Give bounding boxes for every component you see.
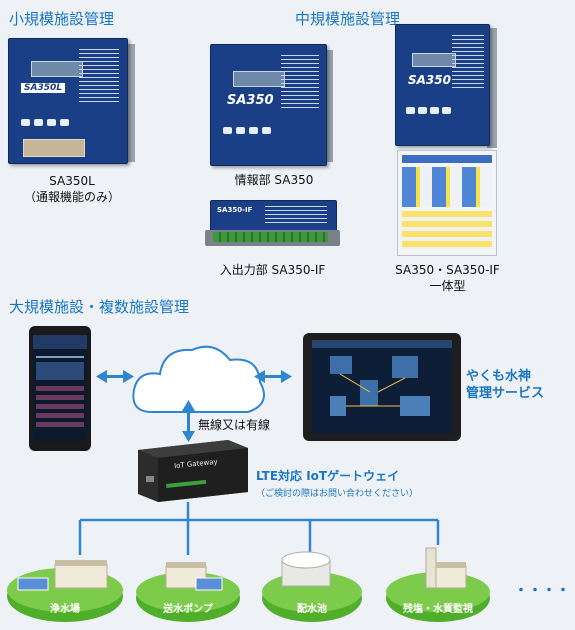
iot-gateway-icon bbox=[138, 440, 248, 502]
tablet-icon bbox=[303, 333, 461, 441]
facility-water-quality-icon bbox=[386, 547, 490, 622]
integrated-unit-image: SA350 bbox=[395, 24, 500, 256]
gateway-note: （ご検討の際はお問い合わせください） bbox=[256, 489, 419, 499]
facility-label-pump: 送水ポンプ bbox=[163, 604, 213, 615]
caption-io-unit: 入出力部 SA350-IF bbox=[219, 263, 326, 277]
section-title-large: 大規模施設・複数施設管理 bbox=[9, 298, 190, 316]
arrow-phone-cloud bbox=[96, 370, 134, 383]
arrow-cloud-tablet bbox=[254, 370, 292, 383]
more-facilities-ellipsis: ・・・・・ bbox=[514, 583, 575, 599]
sa350-top-badge: SA350 bbox=[408, 73, 451, 87]
sa350-badge: SA350 bbox=[227, 93, 274, 108]
sa350-if-io-unit-image: SA350-IF bbox=[205, 200, 340, 252]
network-lines bbox=[78, 502, 440, 555]
wireless-label: 無線又は有線 bbox=[198, 418, 271, 432]
sa350-info-unit-image: SA350 bbox=[210, 44, 335, 169]
caption-integrated: SA350・SA350-IF 一体型 bbox=[395, 263, 500, 293]
facility-label-water-plant: 浄水場 bbox=[50, 604, 80, 615]
facility-water-plant-icon bbox=[7, 560, 123, 622]
section-title-small: 小規模施設管理 bbox=[9, 10, 115, 28]
caption-sa350l: SA350L （通報機能のみ） bbox=[23, 174, 120, 204]
section-title-medium: 中規模施設管理 bbox=[295, 10, 401, 28]
facility-reservoir-icon bbox=[262, 551, 362, 622]
caption-info-unit: 情報部 SA350 bbox=[234, 173, 314, 187]
sa350l-device-image: SA350L bbox=[8, 38, 135, 166]
facility-label-reservoir: 配水池 bbox=[297, 604, 327, 615]
cloud-icon bbox=[132, 345, 265, 413]
facility-pump-icon bbox=[136, 562, 240, 622]
sa350l-badge: SA350L bbox=[21, 83, 65, 93]
gateway-title: LTE対応 IoTゲートウェイ bbox=[256, 469, 400, 483]
io-badge: SA350-IF bbox=[217, 206, 253, 214]
service-name-label: やくも水神 管理サービス bbox=[466, 369, 545, 401]
smartphone-icon bbox=[29, 326, 91, 451]
facility-label-water-quality: 残塩・水質監視 bbox=[403, 604, 473, 615]
arrow-cloud-gateway bbox=[182, 400, 195, 442]
